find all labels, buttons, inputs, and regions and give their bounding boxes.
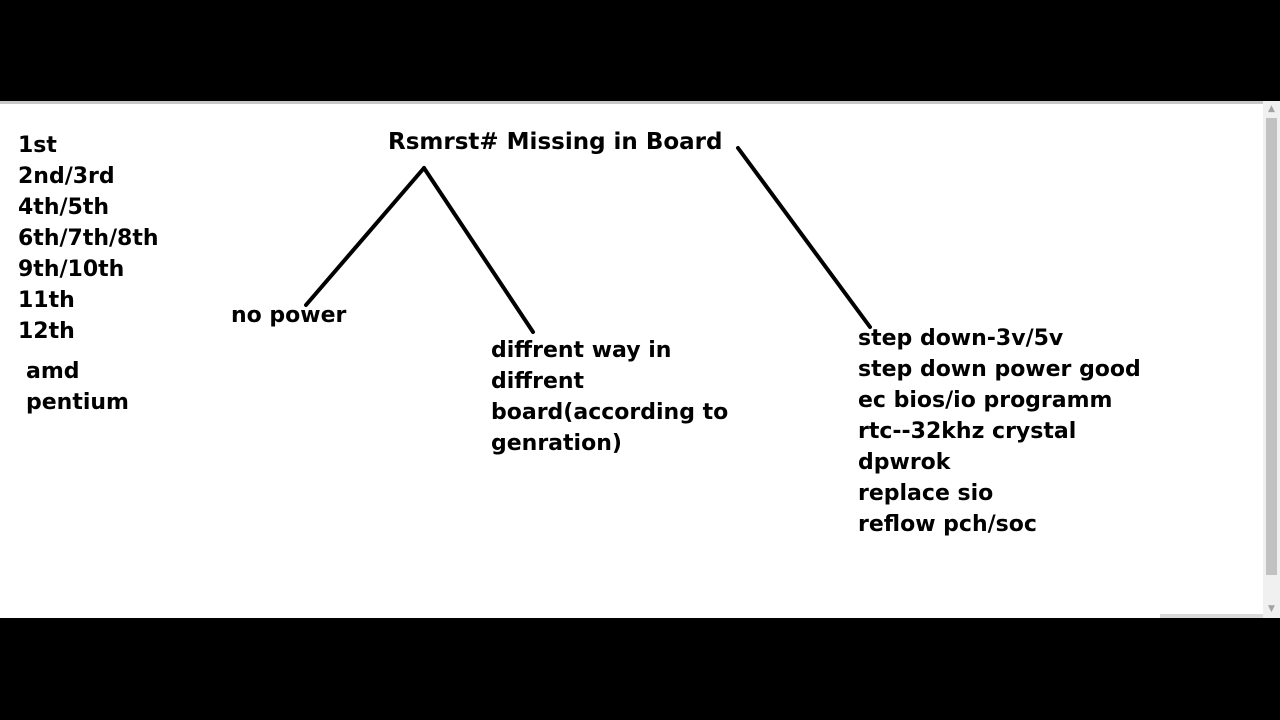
step-item: reflow pch/soc: [858, 512, 1037, 537]
diagram-title: Rsmrst# Missing in Board: [388, 129, 723, 155]
step-item: step down-3v/5v: [858, 326, 1064, 351]
step-item: rtc--32khz crystal: [858, 419, 1077, 444]
horizontal-scrollbar[interactable]: [1160, 614, 1263, 618]
generation-item: 4th/5th: [18, 195, 110, 220]
branch-line: diffrent: [491, 369, 585, 394]
scroll-down-arrow-icon[interactable]: ▼: [1268, 604, 1275, 614]
branch-line: genration): [491, 431, 622, 456]
generation-item: 2nd/3rd: [18, 164, 115, 189]
generation-item: 1st: [18, 133, 57, 158]
connector-lines: [304, 146, 872, 334]
line-to-diffrent-way: [422, 166, 535, 334]
platform-item: amd: [26, 359, 80, 384]
branch-line: board(according to: [491, 400, 729, 425]
generation-list: 1st 2nd/3rd 4th/5th 6th/7th/8th 9th/10th…: [18, 130, 159, 347]
step-item: step down power good: [858, 357, 1141, 382]
scrollbar-thumb[interactable]: [1266, 118, 1277, 575]
generation-item: 9th/10th: [18, 257, 125, 282]
step-item: dpwrok: [858, 450, 951, 475]
branch-no-power: no power: [231, 303, 347, 328]
line-to-no-power: [304, 166, 426, 307]
generation-item: 12th: [18, 319, 75, 344]
branch-diffrent-way: diffrent way in diffrent board(according…: [491, 335, 728, 459]
step-item: replace sio: [858, 481, 994, 506]
platform-list: amd pentium: [26, 356, 129, 418]
step-item: ec bios/io programm: [858, 388, 1113, 413]
platform-item: pentium: [26, 390, 129, 415]
branch-step-down: step down-3v/5v step down power good ec …: [858, 323, 1141, 540]
generation-item: 11th: [18, 288, 75, 313]
generation-item: 6th/7th/8th: [18, 226, 159, 251]
canvas-top-border: [0, 101, 1280, 104]
drawing-canvas: Rsmrst# Missing in Board 1st 2nd/3rd 4th…: [0, 101, 1280, 618]
line-to-step-down: [736, 146, 872, 329]
scroll-up-arrow-icon[interactable]: ▲: [1268, 104, 1275, 114]
vertical-scrollbar[interactable]: ▲ ▼: [1263, 101, 1280, 618]
branch-line: diffrent way in: [491, 338, 672, 363]
